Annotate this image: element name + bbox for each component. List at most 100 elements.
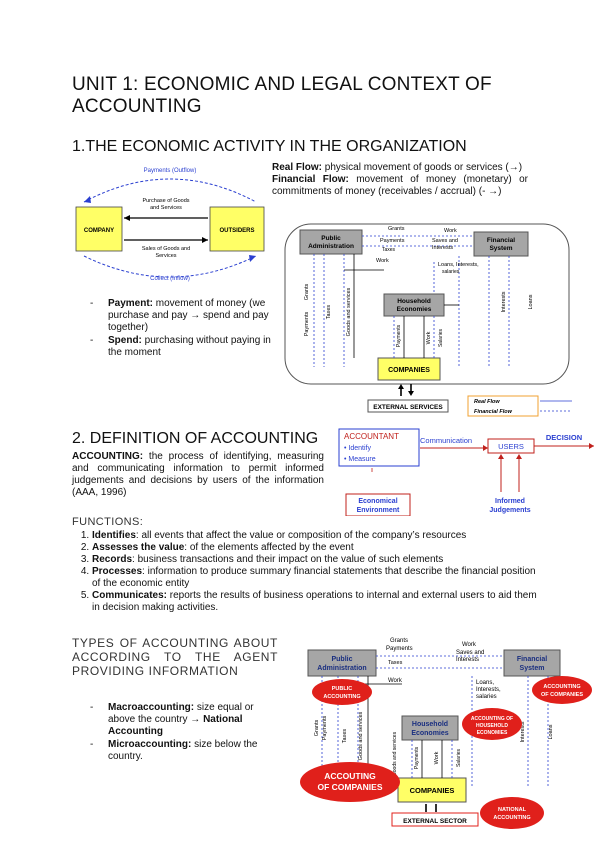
svg-text:Financial Flow: Financial Flow: [474, 409, 513, 415]
companies-box: [377, 357, 441, 381]
svg-text:Loans: Loans: [528, 294, 534, 309]
list-item: Assesses the value: of the elements affe…: [92, 542, 542, 554]
svg-text:Payments: Payments: [322, 716, 328, 741]
household-economies-box: [401, 715, 459, 741]
svg-text:COMPANIES: COMPANIES: [410, 786, 455, 795]
svg-text:ECONOMIES: ECONOMIES: [477, 730, 508, 736]
accounting-definition: ACCOUNTING: the process of identifying, …: [72, 451, 324, 498]
svg-text:Payments: Payments: [380, 238, 405, 244]
svg-text:Loans,: Loans,: [476, 680, 494, 686]
financial-flow-definition: Financial Flow: movement of money (monet…: [272, 174, 528, 197]
svg-text:Real Flow: Real Flow: [474, 399, 500, 405]
company-outsiders-diagram: Payments (Outflow) COMPANY OUTSIDERS Pur…: [75, 168, 265, 282]
public-administration-box: [299, 229, 363, 255]
svg-text:Loans: Loans: [548, 724, 554, 739]
svg-text:Environment: Environment: [357, 507, 400, 514]
real-flow-definition: Real Flow: physical movement of goods or…: [272, 162, 523, 173]
svg-text:ACCOUNTING: ACCOUNTING: [543, 684, 580, 690]
functions-heading: FUNCTIONS:: [72, 516, 144, 528]
svg-text:Public: Public: [321, 235, 341, 242]
list-item: Identifies: all events that affect the v…: [92, 530, 542, 542]
svg-text:Goods and services: Goods and services: [392, 731, 398, 776]
svg-text:ACCOUNTANT: ACCOUNTANT: [344, 432, 399, 441]
company-box: [75, 206, 123, 252]
section-2-heading: 2. DEFINITION OF ACCOUNTING: [72, 430, 319, 447]
companies-box: [397, 777, 467, 803]
list-item: Microaccounting: size below the country.: [90, 739, 278, 763]
svg-text:Work: Work: [462, 642, 477, 648]
svg-text:Goods and services: Goods and services: [358, 711, 364, 760]
svg-text:Goods and services: Goods and services: [346, 287, 352, 336]
svg-text:USERS: USERS: [498, 442, 524, 451]
svg-text:Interests: Interests: [520, 721, 526, 742]
svg-text:Grants: Grants: [314, 720, 320, 737]
svg-text:Work: Work: [444, 228, 457, 234]
accounting-types-diagram: Public Administration Financial System H…: [300, 638, 592, 829]
svg-text:Work: Work: [434, 751, 440, 764]
svg-text:OF COMPANIES: OF COMPANIES: [317, 782, 382, 792]
svg-text:System: System: [520, 665, 545, 672]
list-item: Spend: purchasing without paying in the …: [90, 335, 272, 359]
svg-text:EXTERNAL SECTOR: EXTERNAL SECTOR: [403, 818, 467, 825]
svg-text:Payments: Payments: [414, 746, 420, 769]
payments-label: Payments (Outflow): [144, 168, 197, 174]
accounting-of-household-bubble: [462, 708, 522, 740]
list-item: Records: business transactions and their…: [92, 554, 542, 566]
svg-text:Administration: Administration: [308, 243, 354, 250]
svg-text:Interests: Interests: [432, 245, 453, 251]
list-item: Payment: movement of money (we purchase …: [90, 298, 272, 334]
financial-system-box: [503, 649, 561, 677]
svg-text:Salaries: Salaries: [438, 328, 444, 347]
svg-text:Work: Work: [376, 258, 389, 264]
svg-text:ACCOUTING: ACCOUTING: [324, 771, 376, 781]
svg-text:COMPANIES: COMPANIES: [388, 367, 430, 374]
types-heading: TYPES OF ACCOUNTING ABOUT ACCORDING TO T…: [72, 636, 278, 678]
svg-text:Saves and: Saves and: [456, 650, 484, 656]
svg-text:Loans, Interests,: Loans, Interests,: [438, 262, 479, 268]
svg-text:Payments: Payments: [396, 324, 402, 347]
svg-text:Financial: Financial: [487, 237, 515, 244]
svg-text:ACCOUNTING: ACCOUNTING: [493, 815, 530, 821]
svg-text:ACCOUNTING OF: ACCOUNTING OF: [471, 716, 513, 722]
svg-text:Work: Work: [388, 678, 403, 684]
svg-text:Economies: Economies: [411, 730, 448, 737]
svg-text:HOUSEHOLD: HOUSEHOLD: [476, 723, 508, 729]
purchase-label-2: and Services: [150, 205, 182, 211]
svg-text:Economical: Economical: [358, 498, 397, 505]
accountant-box: [338, 428, 420, 467]
accounting-of-companies-bubble: [532, 676, 592, 704]
svg-text:Work: Work: [426, 331, 432, 344]
svg-text:Salaries: Salaries: [456, 748, 462, 767]
svg-text:Grants: Grants: [304, 284, 310, 301]
svg-text:Interests: Interests: [456, 657, 479, 663]
flow-definitions: Real Flow: physical movement of goods or…: [272, 162, 528, 198]
svg-text:Judgements: Judgements: [489, 507, 530, 514]
svg-text:• Identify: • Identify: [344, 445, 371, 452]
svg-text:Grants: Grants: [390, 638, 408, 644]
list-item: Processes: information to produce summar…: [92, 566, 542, 590]
svg-text:OF COMPANIES: OF COMPANIES: [541, 692, 583, 698]
economical-environment-box: [345, 493, 411, 516]
svg-text:Payments: Payments: [386, 646, 413, 652]
circuit-frame: [284, 223, 570, 385]
svg-text:ACCOUNTING: ACCOUNTING: [323, 694, 360, 700]
payment-spend-list: Payment: movement of money (we purchase …: [90, 298, 272, 360]
flow-legend: [467, 395, 539, 417]
svg-text:Household: Household: [397, 298, 431, 305]
svg-text:NATIONAL: NATIONAL: [498, 807, 527, 813]
company-label: COMPANY: [84, 228, 114, 234]
public-accounting-bubble: [312, 679, 372, 705]
svg-text:Taxes: Taxes: [382, 247, 396, 253]
svg-text:Financial: Financial: [517, 656, 547, 663]
svg-text:Taxes: Taxes: [342, 729, 348, 744]
svg-text:EXTERNAL SERVICES: EXTERNAL SERVICES: [373, 404, 443, 411]
public-administration-box: [307, 649, 377, 677]
svg-text:• Measure: • Measure: [344, 456, 376, 463]
page-title: UNIT 1: ECONOMIC AND LEGAL CONTEXT OF AC…: [72, 74, 492, 117]
svg-text:Payments: Payments: [304, 312, 310, 337]
collect-label: Collect (Inflow): [150, 276, 190, 282]
svg-text:Saves and: Saves and: [432, 238, 458, 244]
outsiders-label: OUTSIDERS: [219, 228, 254, 234]
svg-text:Taxes: Taxes: [326, 305, 332, 320]
outsiders-box: [209, 206, 265, 252]
